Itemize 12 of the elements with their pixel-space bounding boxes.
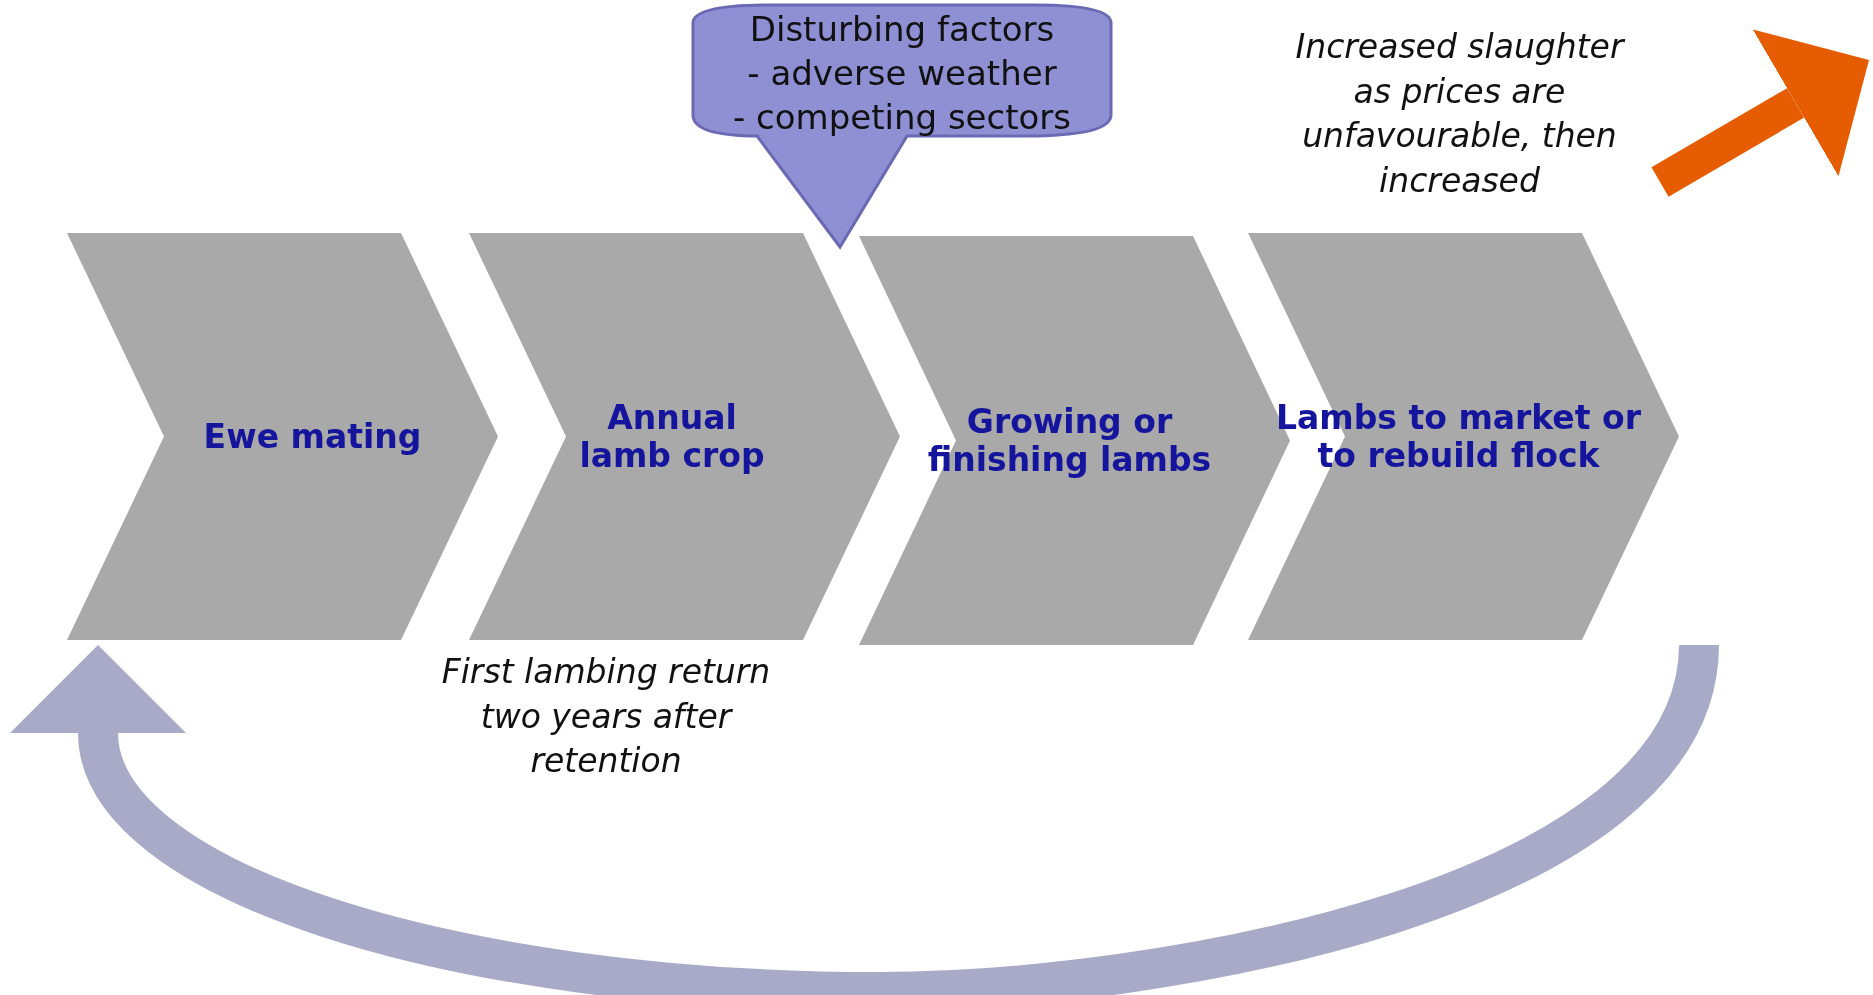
note-text: Increased slaughter as prices are unfavourable, then increased (1272, 25, 1647, 205)
callout-text: Disturbing factors (749, 7, 1055, 51)
step-label: Ewe mating (203, 417, 422, 456)
chevron-step (67, 233, 498, 640)
callout-text: - adverse weather (747, 51, 1057, 95)
chevron-step (1248, 233, 1679, 640)
note-text: First lambing return two years after retention (440, 651, 772, 783)
speech-callout (689, 3, 1115, 249)
chevron-step (469, 233, 900, 640)
step-label: Annual lamb crop (578, 398, 766, 475)
block-arrow (1651, 29, 1869, 197)
callout-text: - competing sectors (732, 96, 1072, 140)
